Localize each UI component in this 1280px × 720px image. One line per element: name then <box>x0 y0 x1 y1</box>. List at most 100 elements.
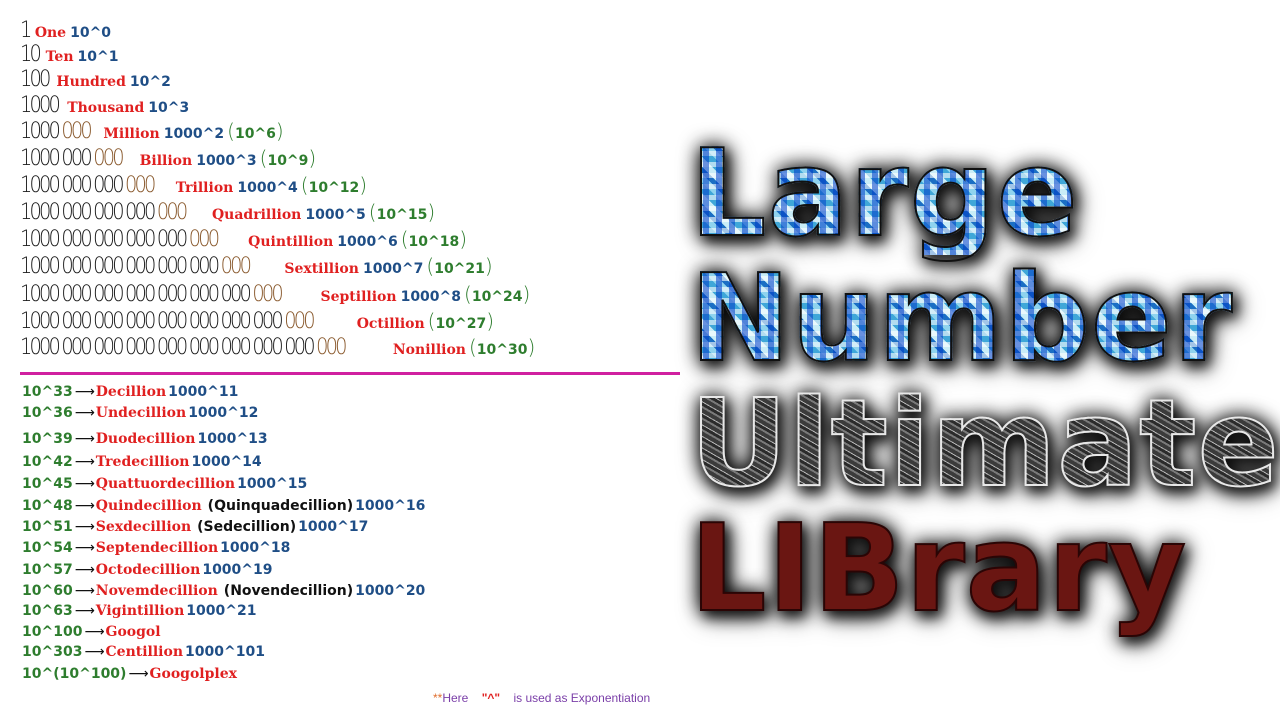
list-number-name: Googolplex <box>149 666 237 682</box>
number-power: 10^3 <box>148 100 190 116</box>
title-line-large: Large <box>689 125 1079 264</box>
number-name: Hundred <box>56 74 126 90</box>
number-alt-power: (10^30) <box>469 335 535 359</box>
list-exponent: 10^60 <box>22 583 73 599</box>
arrow-right-icon: ⟶ <box>84 644 104 660</box>
list-power: 1000^19 <box>202 562 273 578</box>
list-alias: (Quinquadecillion) <box>207 498 354 514</box>
numeral-digits-tail: 000 <box>316 335 347 360</box>
number-alt-power: (10^15) <box>369 200 435 224</box>
number-name: Million <box>103 126 160 142</box>
list-power: 1000^20 <box>355 583 426 599</box>
number-alt-power: (10^18) <box>401 227 467 251</box>
numeral-digits-tail: 000 <box>188 227 220 252</box>
number-alt-power: (10^21) <box>426 254 492 278</box>
list-item: 10^60⟶Novemdecillion(Novendecillion)1000… <box>22 583 425 599</box>
alt-power-value: 10^21 <box>434 261 485 277</box>
alt-power-value: 10^6 <box>234 126 276 142</box>
list-power: 1000^11 <box>168 384 239 400</box>
alt-power-value: 10^15 <box>376 207 428 223</box>
open-paren: ( <box>300 173 309 197</box>
alt-power-value: 10^30 <box>476 342 528 358</box>
list-number-name: Sexdecillion <box>95 519 192 535</box>
numeral-digits-lead: 1000 000 000 <box>20 173 125 198</box>
number-power: 1000^5 <box>305 207 366 223</box>
list-power: 1000^15 <box>237 476 308 492</box>
numeral-digits-lead: 1000 <box>20 93 61 118</box>
list-power: 1000^101 <box>185 644 265 660</box>
list-exponent: 10^51 <box>22 519 73 535</box>
number-name: Thousand <box>67 100 145 116</box>
close-paren: ) <box>522 282 531 306</box>
footnote-before: Here <box>442 691 469 705</box>
close-paren: ) <box>308 146 317 170</box>
footnote-symbol: "^" <box>481 691 501 705</box>
list-power: 1000^13 <box>197 431 268 447</box>
alt-power-value: 10^12 <box>308 180 360 196</box>
numeral-digits-tail: 000 <box>61 119 92 144</box>
list-item: 10^(10^100)⟶Googolplex <box>22 666 237 682</box>
numeral-digits: 1000 000 000 000 000 <box>20 200 188 225</box>
list-exponent: 10^303 <box>22 644 83 660</box>
number-power: 1000^8 <box>400 289 462 305</box>
numeral-digits-tail: 000 <box>220 254 252 279</box>
arrow-right-icon: ⟶ <box>128 666 148 682</box>
number-power: 10^2 <box>129 74 171 90</box>
list-power: 1000^18 <box>220 540 291 556</box>
open-paren: ( <box>464 282 472 306</box>
numeral-digits: 100 <box>20 67 51 92</box>
arrow-right-icon: ⟶ <box>74 431 95 447</box>
list-alias: (Novendecillion) <box>223 583 354 599</box>
numeral-digits: 1000 <box>20 93 61 118</box>
arrow-right-icon: ⟶ <box>74 498 95 514</box>
numeral-digits-tail: 000 <box>93 146 124 171</box>
numeral-row: 1000 000 000 000 000 000 000 000 000 000… <box>20 335 535 361</box>
arrow-right-icon: ⟶ <box>74 476 95 492</box>
arrow-right-icon: ⟶ <box>74 454 95 470</box>
list-number-name: Centillion <box>105 644 184 660</box>
title-line-ultimate: Ultimate <box>689 375 1280 514</box>
close-paren: ) <box>427 200 436 224</box>
list-number-name: Tredecillion <box>95 454 190 470</box>
list-item: 10^51⟶Sexdecillion(Sedecillion)1000^17 <box>22 519 368 535</box>
footnote-after: is used as Exponentiation <box>513 691 651 705</box>
close-paren: ) <box>527 335 536 359</box>
number-power: 10^0 <box>70 25 112 41</box>
arrow-right-icon: ⟶ <box>74 405 95 421</box>
footnote-stars: ** <box>433 691 443 705</box>
list-power: 1000^17 <box>298 519 369 535</box>
numeral-digits-lead: 1000 000 000 000 <box>20 200 156 225</box>
section-divider <box>20 372 680 375</box>
list-exponent: 10^100 <box>22 624 83 640</box>
numeral-digits: 1000 000 000 000 000 000 <box>20 227 220 252</box>
open-paren: ( <box>427 309 436 333</box>
numeral-digits-tail: 000 <box>125 173 156 198</box>
list-exponent: 10^42 <box>22 454 73 470</box>
list-number-name: Decillion <box>95 384 167 400</box>
title-block: Large Number Ultimate LIBrary <box>689 125 1280 635</box>
number-power: 1000^4 <box>237 180 298 196</box>
numeral-digits-lead: 1000 000 000 000 000 000 000 <box>20 282 252 307</box>
list-exponent: 10^39 <box>22 431 73 447</box>
number-power: 1000^3 <box>196 153 257 169</box>
arrow-right-icon: ⟶ <box>74 603 95 619</box>
arrow-right-icon: ⟶ <box>74 519 95 535</box>
close-paren: ) <box>484 254 493 278</box>
alt-power-value: 10^27 <box>435 316 487 332</box>
number-name: Billion <box>139 153 193 169</box>
footnote: **Here "^" is used as Exponentiation <box>433 691 650 705</box>
list-number-name: Undecillion <box>95 405 187 421</box>
